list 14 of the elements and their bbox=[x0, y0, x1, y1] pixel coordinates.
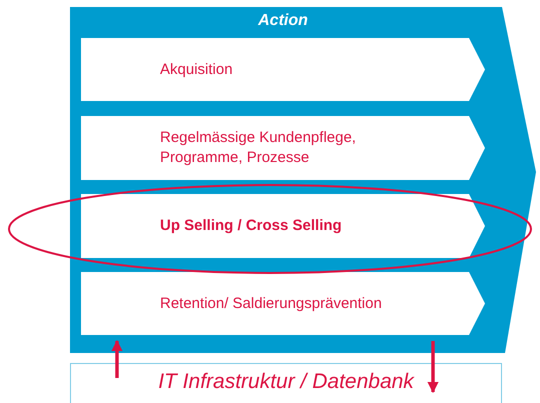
step-label: Akquisition bbox=[160, 59, 233, 80]
database-box bbox=[70, 363, 502, 403]
step-label: Regelmässige Kundenpflege, Programme, Prozesse bbox=[160, 128, 357, 168]
chevron-band bbox=[81, 116, 485, 180]
arrow bbox=[427, 341, 439, 394]
arrow bbox=[111, 340, 123, 378]
chevron-band bbox=[81, 38, 485, 101]
process-arrow bbox=[70, 7, 536, 353]
step-label: Up Selling / Cross Selling bbox=[160, 216, 342, 236]
section-title: Action bbox=[257, 12, 309, 30]
chevron-band bbox=[81, 194, 485, 258]
box-label: IT Infrastruktur / Datenbank bbox=[157, 370, 416, 394]
chevron-band bbox=[81, 272, 485, 335]
step-label: Retention/ Saldierungsprävention bbox=[160, 293, 382, 314]
